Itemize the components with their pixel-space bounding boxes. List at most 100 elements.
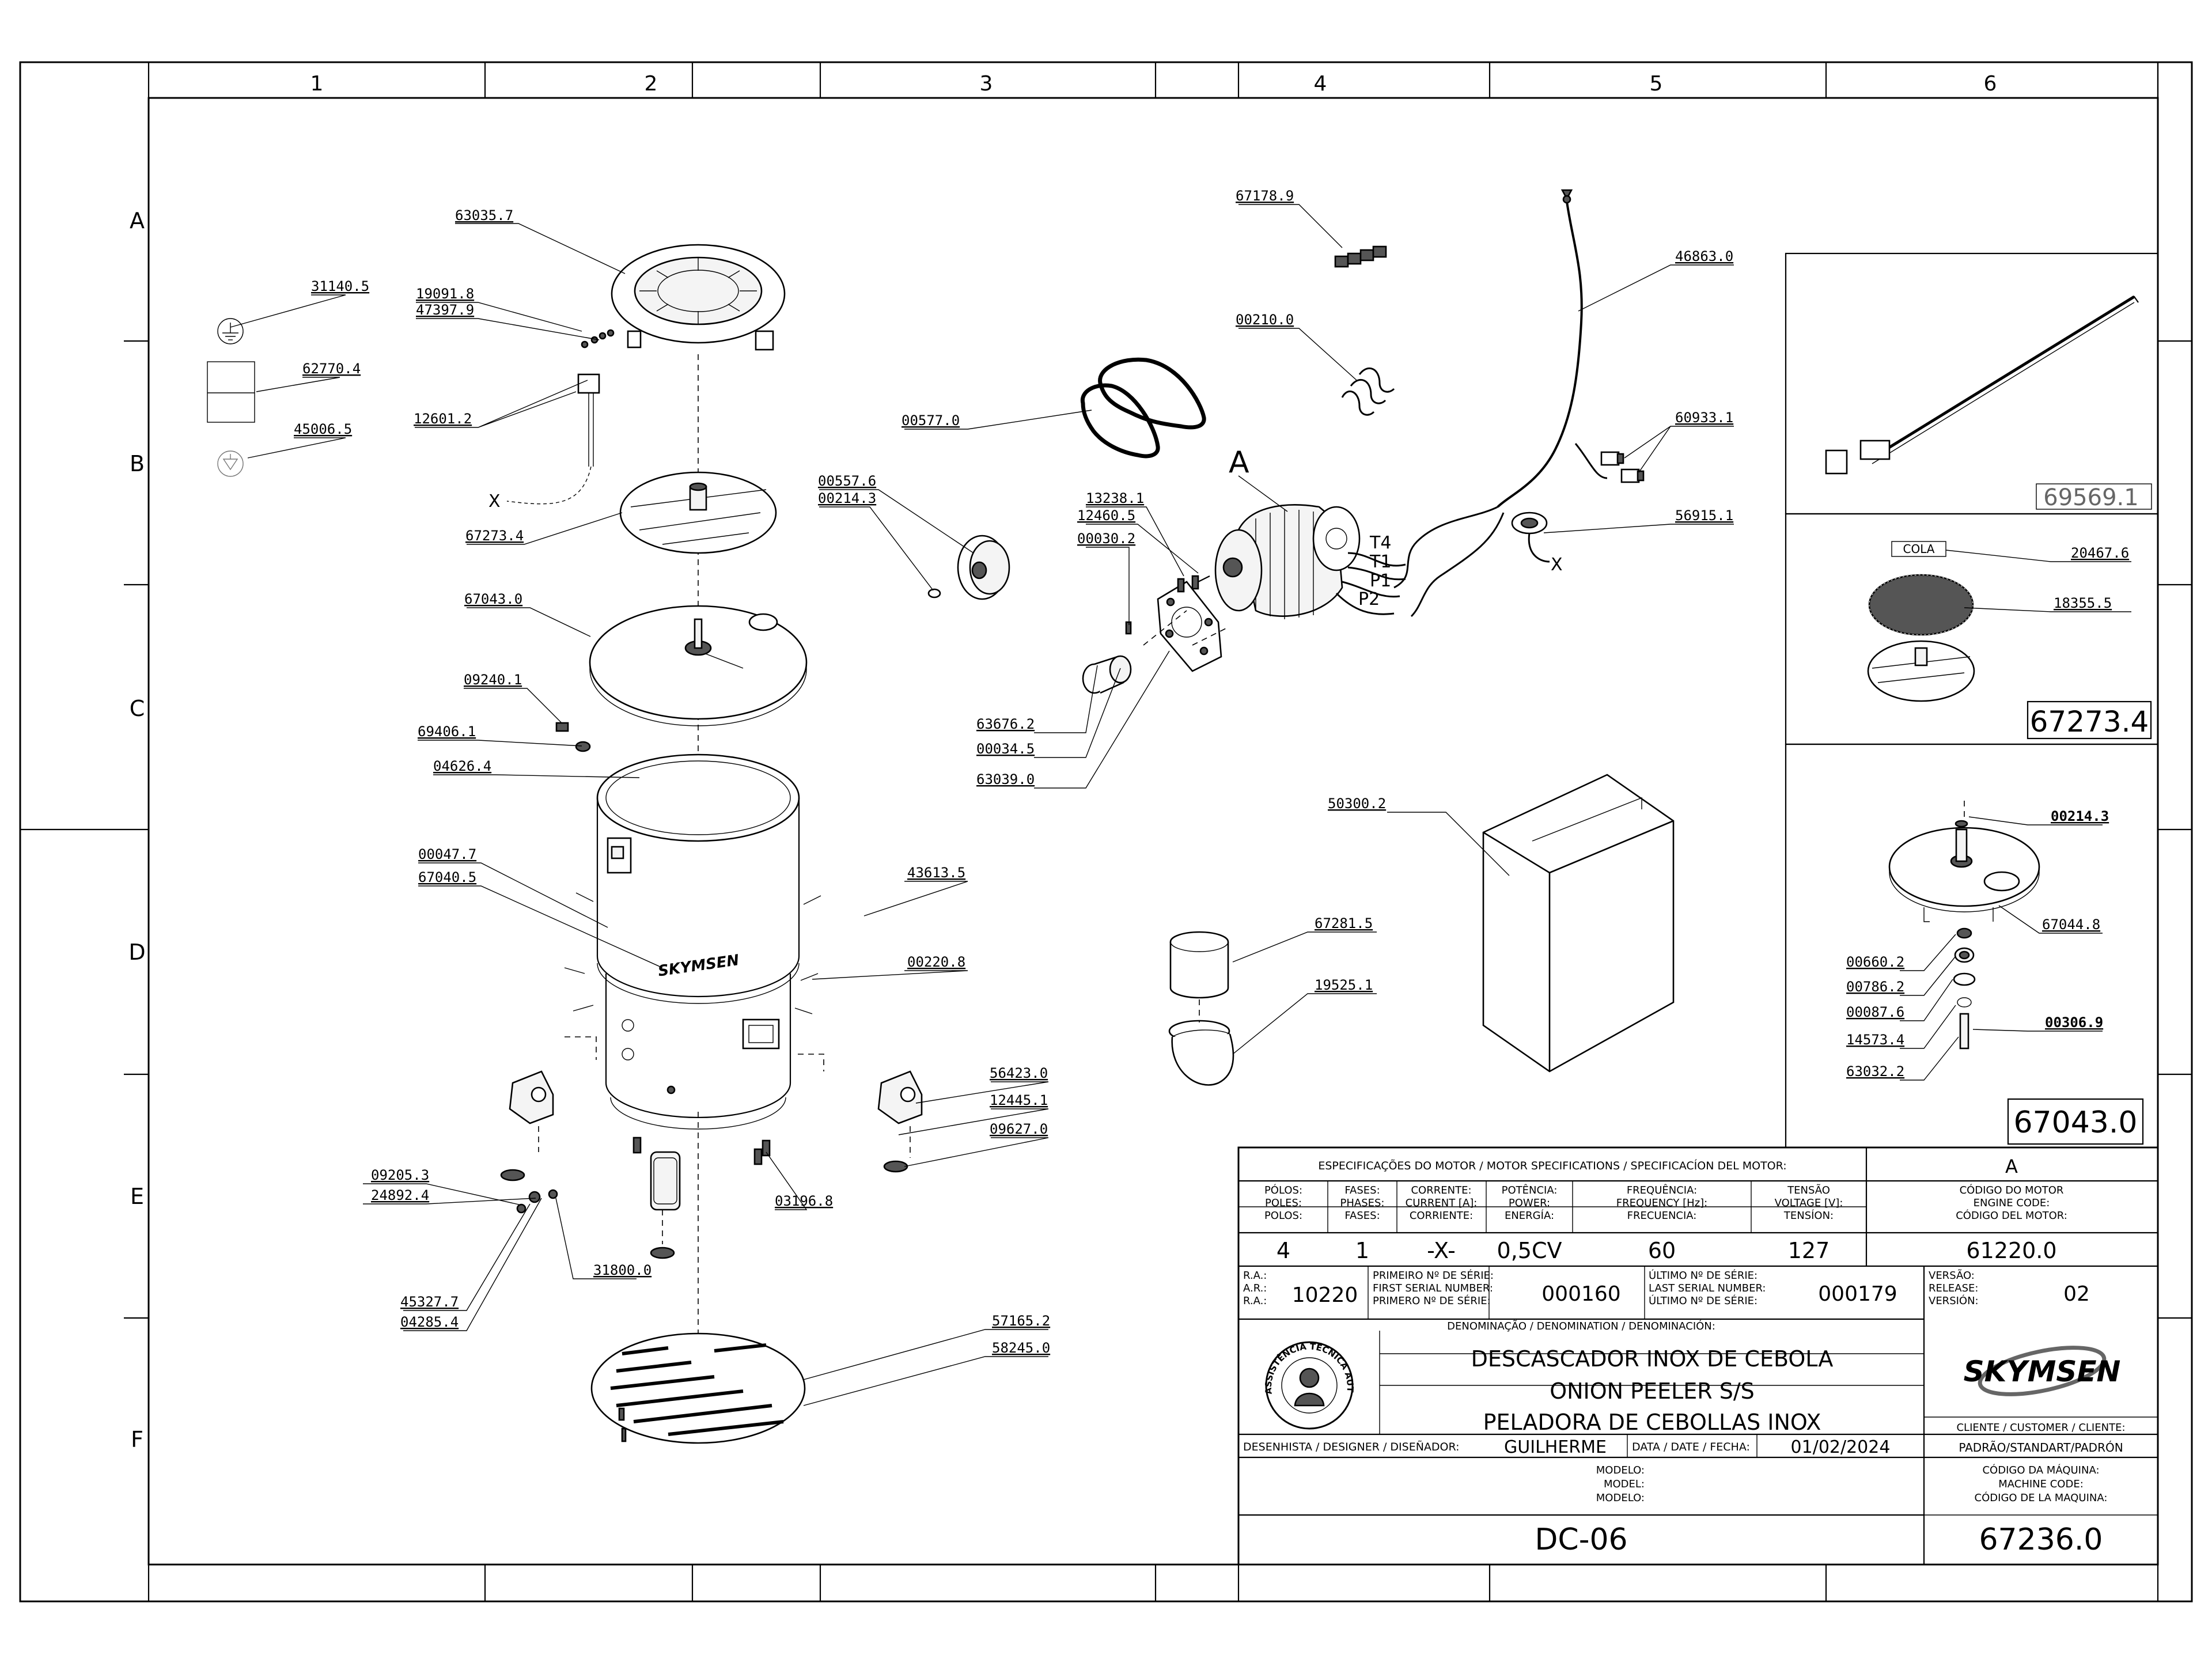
nut-part [528,1191,541,1203]
detail-box-disk: COLA 20467.6 18355.5 67273.4 [1785,513,2159,745]
part-label: 67281.5 [1315,915,1373,931]
header-phases: FASES: [1344,1210,1380,1222]
ground-symbol-icon [217,318,244,344]
date-label: DATA / DATE / FECHA: [1632,1441,1750,1453]
model-label: MODEL: [1604,1478,1645,1490]
machine-code-label: CÓDIGO DE LA MAQUINA: [1975,1491,2108,1504]
last-serial-label: ÚLTIMO Nº DE SÉRIE: [1649,1269,1758,1282]
part-label: 18355.5 [2054,595,2112,611]
part-label: 12460.5 [1077,507,1135,524]
last-serial-label: LAST SERIAL NUMBER: [1649,1282,1766,1294]
version-label: VERSÃO: [1929,1269,1975,1282]
part-label: 00306.9 [2045,1014,2103,1031]
motor-flange-part [1125,575,1222,672]
microswitch-part [506,373,600,505]
ra-label: R.A.: [1243,1270,1267,1282]
row-label: C [130,696,145,721]
client-label: CLIENTE / CUSTOMER / CLIENTE: [1956,1422,2125,1434]
header-poles: POLOS: [1264,1210,1302,1222]
part-label: 00030.2 [1077,531,1135,547]
body-brand-logo: SKYMSEN [657,952,740,980]
part-label: 04626.4 [433,758,491,774]
hub-part [650,1085,681,1211]
designer-label: DESENHISTA / DESIGNER / DISEÑADOR: [1243,1440,1460,1453]
screws-part [581,329,615,349]
part-label: 00660.2 [1846,954,1904,970]
part-label: 19525.1 [1315,977,1373,993]
version-label: RELEASE: [1929,1282,1978,1294]
part-label: 00220.8 [907,954,965,970]
washer-part [575,741,591,752]
foot-part [500,1070,923,1259]
part-label: 31140.5 [311,278,369,294]
cylinder-body-part [596,753,800,1004]
part-callouts: 31140.5 62770.4 45006.5 63035.7 19091.8 … [230,188,1734,1406]
part-label: 45327.7 [400,1294,459,1310]
engine-code-label: ENGINE CODE: [1974,1197,2050,1209]
header-frequency: FRECUENCIA: [1627,1210,1697,1222]
header-phases: PHASES: [1340,1197,1385,1209]
header-voltage: TENSÃO [1787,1184,1830,1196]
wire-label: P2 [1358,589,1380,609]
header-frequency: FREQUÊNCIA: [1627,1184,1697,1196]
value-power: 0,5CV [1497,1238,1562,1263]
part-label: 67040.5 [418,869,476,885]
ra-label: R.A.: [1243,1295,1267,1307]
part-label: 00210.0 [1236,312,1294,328]
main-assembly: SKYMSEN [488,244,923,1444]
product-name-es: PELADORA DE CEBOLLAS INOX [1483,1410,1821,1435]
value-phases: 1 [1355,1238,1369,1263]
part-label: 09205.3 [371,1167,429,1183]
part-label: 56423.0 [990,1065,1048,1081]
detail-code: 67043.0 [2013,1105,2137,1140]
header-current: CORRENTE: [1411,1184,1471,1196]
part-label: 03196.8 [775,1193,833,1209]
cable-glands-part [1600,451,1645,483]
first-serial-label: PRIMEIRO Nº DE SÉRIE: [1373,1269,1494,1282]
part-label: 45006.5 [294,421,352,437]
ground-symbol-icon [217,450,244,477]
first-serial-label: PRIMERO Nº DE SÉRIE: [1373,1294,1491,1307]
part-label: 31800.0 [593,1262,652,1278]
part-label: 63035.7 [455,207,513,224]
part-label: 56915.1 [1675,507,1733,524]
machine-code-label: MACHINE CODE: [1998,1478,2084,1490]
part-label: 24892.4 [371,1187,429,1203]
wire-label: T1 [1369,552,1391,572]
value-frequency: 60 [1648,1238,1676,1263]
value-poles: 4 [1277,1238,1290,1263]
row-label: A [130,208,145,233]
part-label: 00577.0 [902,412,960,429]
part-label: 13238.1 [1086,490,1144,506]
last-serial: 000179 [1818,1282,1897,1306]
denomination-label: DENOMINAÇÃO / DENOMINATION / DENOMINACIÓ… [1447,1320,1715,1332]
model-label: MODELO: [1596,1464,1645,1476]
column-label: 1 [310,72,324,96]
base-plate-part [589,605,808,726]
header-frequency: FREQUENCY [Hz]: [1616,1197,1707,1209]
column-label: 6 [1984,72,1997,96]
part-label: 12445.1 [990,1092,1048,1108]
header-current: CURRENT [A]: [1406,1197,1478,1209]
header-power: POWER: [1509,1197,1550,1209]
part-label: 67044.8 [2042,916,2100,933]
engine-code-label: CÓDIGO DEL MOTOR: [1956,1209,2067,1222]
part-label: 14573.4 [1846,1032,1904,1048]
grommet-part [1511,512,1550,563]
part-label: 43613.5 [907,865,965,881]
part-label: 63039.0 [976,771,1035,787]
part-label: 62770.4 [302,361,361,377]
part-label: 00786.2 [1846,979,1904,995]
row-label: B [130,451,145,476]
header-power: ENERGÍA: [1505,1209,1554,1222]
first-serial-label: FIRST SERIAL NUMBER: [1373,1282,1493,1294]
ra-label: A.R.: [1243,1282,1267,1294]
motor-part [1198,504,1406,619]
part-label: 69406.1 [418,724,476,740]
bottom-grille-part [590,1332,806,1444]
column-label: 4 [1314,72,1327,96]
part-label: 00214.3 [818,490,876,506]
carbon-brushes-part [1334,245,1387,268]
client: PADRÃO/STANDART/PADRÓN [1959,1441,2123,1455]
